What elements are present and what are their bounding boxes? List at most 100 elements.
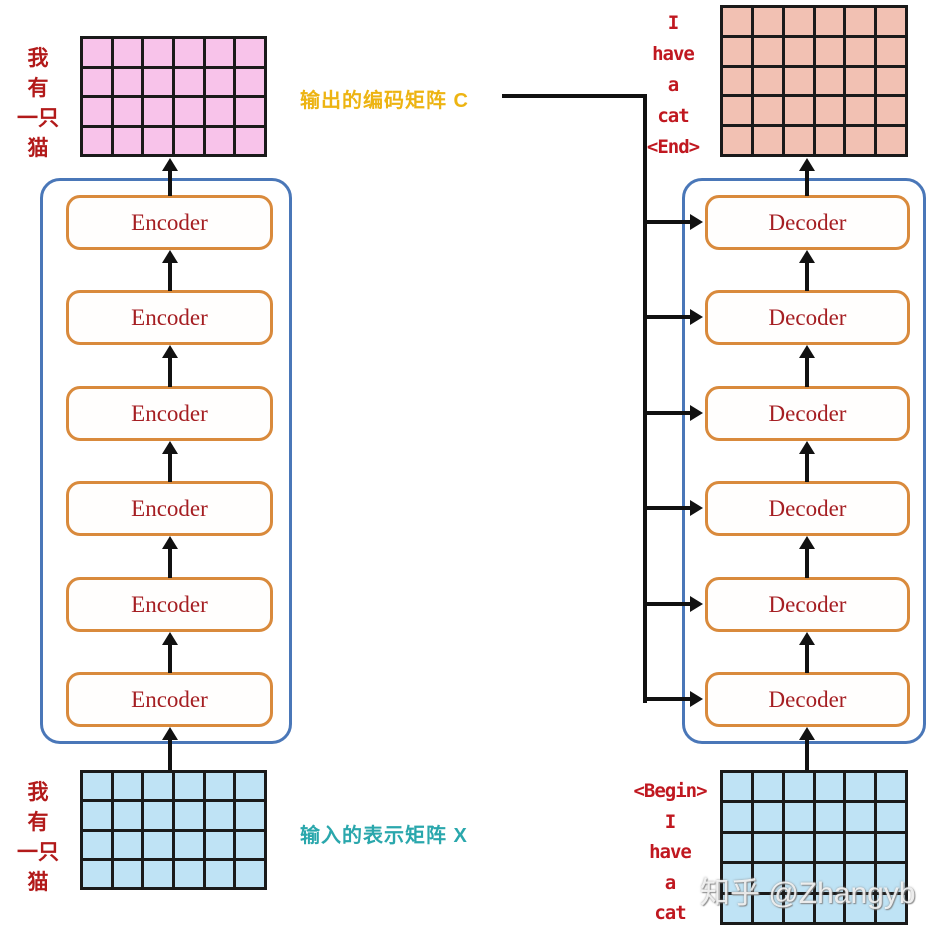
matrix-cell (815, 67, 844, 95)
matrix-cell (846, 8, 875, 35)
token-label: 一只 (17, 841, 59, 864)
token-label: 我 (27, 781, 49, 804)
matrix-cell (205, 860, 234, 887)
decoder-label: Decoder (768, 591, 847, 617)
matrix-cell (846, 67, 875, 95)
matrix-cell (174, 860, 203, 887)
matrix-cell (83, 773, 111, 800)
matrix-cell (815, 773, 844, 801)
matrix-cell (723, 864, 751, 892)
arrow-right-icon (645, 405, 703, 421)
encoder-label: Encoder (131, 591, 208, 617)
matrix-cell (815, 127, 844, 154)
arrow-up-icon (162, 158, 178, 196)
arrow-right-icon (645, 309, 703, 325)
matrix-cell (113, 860, 142, 887)
matrix-cell (753, 864, 782, 892)
arrow-right-icon (645, 596, 703, 612)
arrow-up-icon (162, 250, 178, 291)
matrix-cell (877, 127, 905, 154)
matrix-encoded-output-c (80, 36, 267, 157)
token-label: a (664, 871, 676, 894)
matrix-cell (877, 97, 905, 125)
token-label: <End> (646, 136, 700, 158)
caption-output-encoded-matrix-c: 输出的编码矩阵 C (300, 90, 469, 112)
matrix-cell (723, 803, 751, 831)
token-label: 我 (27, 47, 49, 70)
matrix-cell (205, 68, 234, 95)
matrix-cell (784, 833, 813, 862)
arrow-up-icon (799, 536, 815, 578)
arrow-up-icon (799, 158, 815, 196)
watermark: 知乎 @Zhangyb (700, 877, 916, 910)
matrix-cell (236, 802, 264, 829)
matrix-cell (113, 39, 142, 66)
matrix-decoder-input (720, 770, 908, 925)
encoder-block-4: Encoder (66, 386, 273, 441)
matrix-cell (846, 864, 875, 892)
matrix-cell (205, 127, 234, 154)
matrix-cell (144, 860, 172, 887)
token-label: 一只 (17, 107, 59, 130)
matrix-cell (877, 37, 905, 65)
encoder-block-2: Encoder (66, 577, 273, 632)
matrix-cell (144, 127, 172, 154)
matrix-decoder-output (720, 5, 908, 157)
decoder-block-5: Decoder (705, 290, 910, 345)
decoder-label: Decoder (768, 400, 847, 426)
caption-input-representation-matrix-x: 输入的表示矩阵 X (300, 825, 468, 847)
arrow-right-icon (645, 691, 703, 707)
token-label: 有 (27, 77, 49, 100)
matrix-cell (753, 833, 782, 862)
token-column-target-output: I have a cat <End> (630, 12, 716, 158)
matrix-cell (174, 98, 203, 125)
matrix-cell (753, 773, 782, 801)
matrix-cell (784, 67, 813, 95)
arrow-up-icon (799, 250, 815, 291)
matrix-cell (113, 127, 142, 154)
matrix-cell (815, 8, 844, 35)
matrix-cell (846, 803, 875, 831)
matrix-cell (236, 68, 264, 95)
matrix-cell (784, 8, 813, 35)
matrix-cell (83, 831, 111, 858)
matrix-cell (815, 833, 844, 862)
token-column-source-bottom: 我 有 一只 猫 (6, 776, 70, 894)
matrix-cell (784, 803, 813, 831)
matrix-cell (144, 831, 172, 858)
token-label: cat (654, 902, 686, 924)
matrix-cell (846, 833, 875, 862)
encoder-block-3: Encoder (66, 481, 273, 536)
matrix-cell (723, 773, 751, 801)
arrow-up-icon (162, 632, 178, 673)
matrix-cell (784, 773, 813, 801)
matrix-cell (753, 127, 782, 154)
matrix-cell (236, 98, 264, 125)
decoder-label: Decoder (768, 209, 847, 235)
connector-line-horizontal (502, 94, 645, 98)
matrix-cell (723, 97, 751, 125)
matrix-cell (846, 97, 875, 125)
matrix-cell (753, 8, 782, 35)
matrix-cell (205, 802, 234, 829)
token-label: <Begin> (633, 780, 707, 802)
matrix-cell (236, 860, 264, 887)
matrix-cell (83, 860, 111, 887)
arrow-up-icon (799, 441, 815, 482)
token-label: 有 (27, 811, 49, 834)
matrix-cell (753, 67, 782, 95)
decoder-block-4: Decoder (705, 386, 910, 441)
matrix-cell (144, 773, 172, 800)
token-label: I (667, 12, 679, 34)
matrix-cell (174, 773, 203, 800)
decoder-label: Decoder (768, 304, 847, 330)
matrix-cell (723, 833, 751, 862)
arrow-up-icon (162, 345, 178, 387)
matrix-cell (753, 37, 782, 65)
matrix-cell (174, 127, 203, 154)
encoder-label: Encoder (131, 686, 208, 712)
matrix-cell (236, 773, 264, 800)
matrix-cell (723, 894, 751, 922)
matrix-cell (205, 39, 234, 66)
token-label: 猫 (27, 137, 49, 160)
